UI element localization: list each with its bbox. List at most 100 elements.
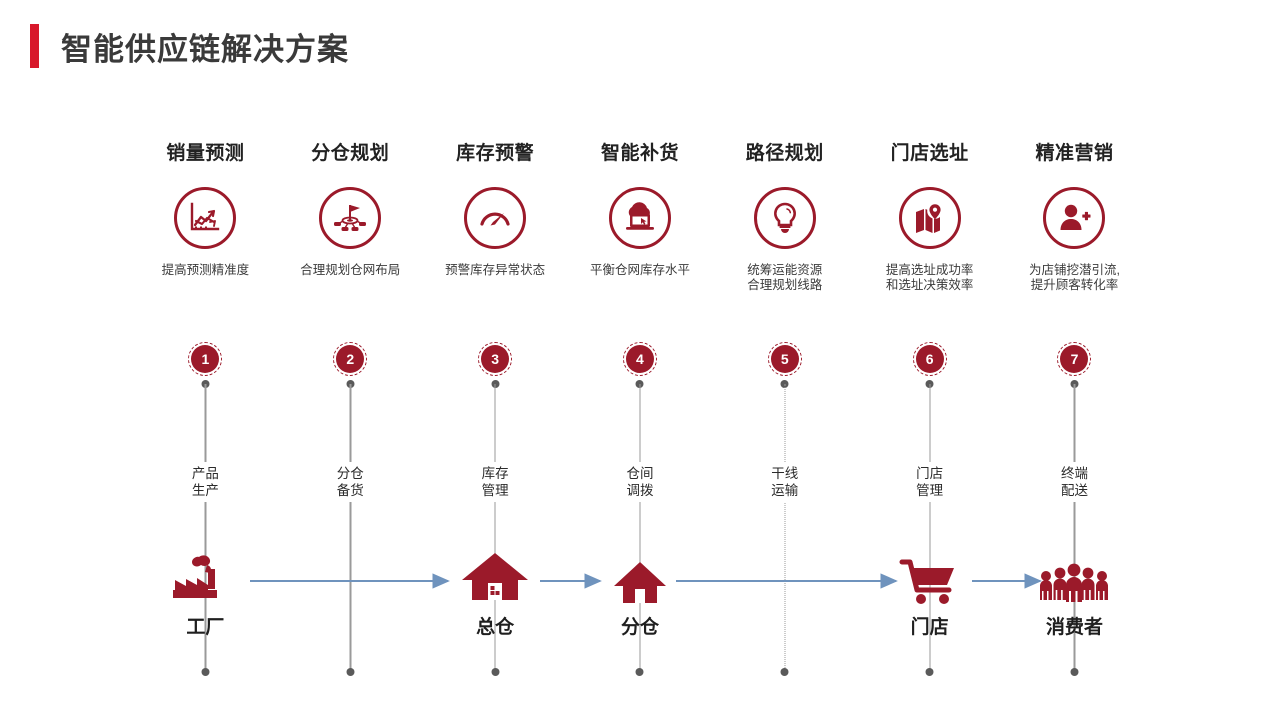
step-badge-6[interactable]: 6: [912, 342, 947, 376]
mid-label-line-2: 调拨: [626, 483, 654, 498]
title-accent-bar: [30, 24, 39, 68]
column-inventory-alert[interactable]: 库存预警 预警库存异常状态 3 库存 管理: [423, 130, 568, 676]
flag-target-network-icon: [319, 187, 382, 249]
step-badge-7[interactable]: 7: [1057, 342, 1092, 376]
mid-label-line-1: 库存: [481, 466, 509, 481]
step-badge-4[interactable]: 4: [622, 342, 657, 376]
step-badge-5[interactable]: 5: [767, 342, 802, 376]
badge-dashed-ring: [478, 342, 513, 376]
mid-stage-label: 分仓 备货: [330, 462, 370, 502]
badge-number: 5: [770, 345, 799, 373]
column-heading: 精准营销: [1035, 143, 1114, 164]
column-description: 平衡仓网库存水平: [590, 263, 690, 278]
badge-dashed-ring: [767, 342, 802, 376]
badge-number: 2: [336, 345, 365, 373]
badge-dashed-ring: [188, 342, 223, 376]
flow-node-label: 消费者: [1045, 617, 1103, 638]
column-precision-marketing[interactable]: 精准营销 为店铺挖潜引流, 提升顾客转化率 7 终端 配送: [1002, 130, 1147, 676]
flow-node-branch-warehouse[interactable]: 分仓: [575, 546, 705, 639]
description-line-1: 预警库存异常状态: [445, 263, 546, 277]
mid-stage-label: 库存 管理: [475, 462, 515, 502]
badge-dashed-ring: [912, 342, 947, 376]
connector-dot-bottom: [346, 668, 355, 676]
connector-stroke: [204, 384, 207, 672]
column-smart-replenishment[interactable]: 智能补货 平衡仓网库存水平 4 仓间 调拨: [568, 130, 713, 676]
badge-dashed-ring: [622, 342, 657, 376]
mid-label-line-2: 生产: [191, 483, 219, 498]
mid-label-line-2: 备货: [336, 483, 364, 498]
flow-node-label: 门店: [910, 617, 949, 638]
mid-stage-label: 产品 生产: [185, 462, 225, 502]
badge-number: 4: [625, 345, 654, 373]
connector-stroke: [784, 384, 786, 672]
flow-node-store[interactable]: 门店: [865, 546, 995, 639]
description-line-1: 提高预测精准度: [161, 263, 250, 277]
badge-dashed-ring: [333, 342, 368, 376]
step-badge-1[interactable]: 1: [188, 342, 223, 376]
column-description: 提高选址成功率 和选址决策效率: [886, 263, 974, 293]
connector-stroke: [929, 384, 931, 672]
badge-number: 1: [191, 345, 220, 373]
connector-stroke: [639, 384, 641, 672]
column-heading: 分仓规划: [311, 143, 390, 164]
step-badge-2[interactable]: 2: [333, 342, 368, 376]
connector-dot-bottom: [491, 668, 500, 676]
column-description: 合理规划仓网布局: [300, 263, 400, 278]
connector-line: [201, 378, 210, 678]
column-route-planning[interactable]: 路径规划 统筹运能资源 合理规划线路 5 干线 运输: [712, 130, 857, 676]
mid-label-line-2: 管理: [481, 483, 509, 498]
step-badge-3[interactable]: 3: [478, 342, 513, 376]
factory-icon: [169, 546, 241, 608]
mid-label-line-2: 运输: [771, 483, 799, 498]
connector-stroke: [1073, 384, 1076, 672]
flow-node-main-warehouse[interactable]: 总仓: [430, 546, 560, 639]
column-sales-forecast[interactable]: 销量预测 提高预测精准度 1 产品: [133, 130, 278, 676]
badge-number: 3: [481, 345, 510, 373]
lightbulb-icon: [753, 187, 816, 249]
people-group-icon: [1036, 546, 1112, 608]
column-heading: 库存预警: [456, 143, 535, 164]
flow-node-factory[interactable]: 工厂: [140, 546, 270, 639]
column-warehouse-planning[interactable]: 分仓规划 合理规划仓网布局 2: [278, 130, 423, 676]
connector-dot-bottom: [201, 668, 210, 676]
mid-label-line-2: 管理: [916, 483, 944, 498]
pipeline-columns: 销量预测 提高预测精准度 1 产品: [133, 130, 1147, 676]
map-pin-icon: [898, 187, 961, 249]
description-line-1: 平衡仓网库存水平: [589, 263, 690, 277]
column-store-location[interactable]: 门店选址 提高选址成功率 和选址决策效率 6 门店 管理: [857, 130, 1002, 676]
gauge-speedometer-icon: [464, 187, 527, 249]
mid-stage-label: 门店 管理: [910, 462, 950, 502]
description-line-1: 为店铺挖潜引流,: [1028, 263, 1120, 277]
flow-node-label: 分仓: [620, 617, 659, 638]
column-description: 提高预测精准度: [162, 263, 250, 278]
connector-stroke: [349, 384, 352, 672]
flow-node-consumer[interactable]: 消费者: [1009, 546, 1139, 639]
user-plus-icon: [1043, 187, 1106, 249]
description-line-1: 统筹运能资源: [747, 263, 823, 277]
mid-label-line-1: 仓间: [626, 466, 654, 481]
page-title: 智能供应链解决方案: [61, 31, 349, 67]
mid-label-line-1: 干线: [771, 466, 799, 481]
mid-stage-label: 终端 配送: [1054, 462, 1094, 502]
flow-node-label: 总仓: [476, 617, 515, 638]
connector-line: [780, 378, 789, 678]
connector-line: [346, 378, 355, 678]
connector-line: [635, 378, 644, 678]
connector-dot-bottom: [1070, 668, 1079, 676]
column-heading: 门店选址: [890, 143, 969, 164]
mid-stage-label: 干线 运输: [765, 462, 805, 502]
mid-label-line-1: 分仓: [336, 466, 364, 481]
badge-number: 6: [915, 345, 944, 373]
flow-node-label: 工厂: [186, 617, 225, 638]
shopping-cart-icon: [899, 546, 961, 608]
warehouse-small-icon: [611, 546, 669, 608]
column-description: 为店铺挖潜引流, 提升顾客转化率: [1029, 263, 1120, 293]
column-heading: 销量预测: [166, 143, 245, 164]
description-line-1: 合理规划仓网布局: [300, 263, 401, 277]
description-line-2: 提升顾客转化率: [1030, 278, 1119, 292]
column-description: 统筹运能资源 合理规划线路: [747, 263, 822, 293]
column-heading: 路径规划: [745, 143, 824, 164]
mid-label-line-2: 配送: [1060, 483, 1088, 498]
column-heading: 智能补货: [600, 143, 679, 164]
mid-label-line-1: 产品: [191, 466, 219, 481]
